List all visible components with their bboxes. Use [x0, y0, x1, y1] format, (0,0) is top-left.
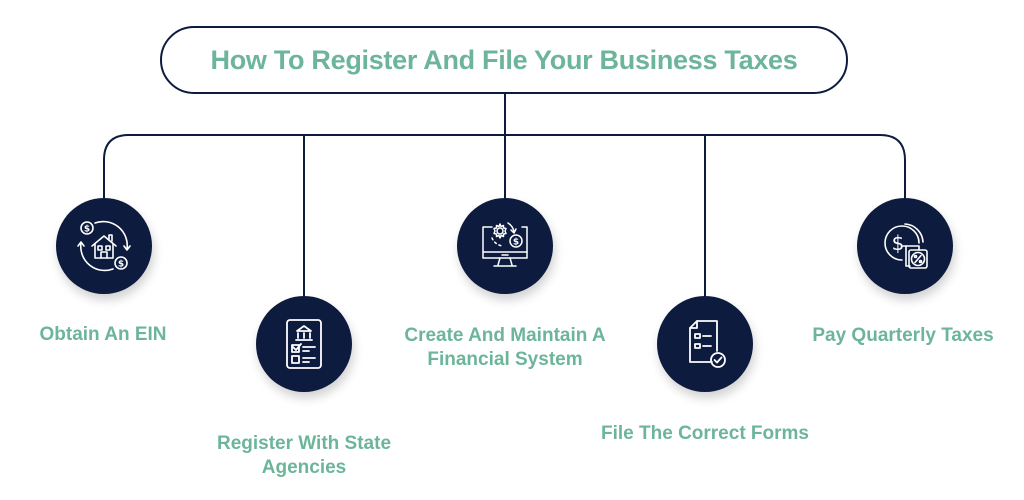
step-4-node	[657, 296, 753, 392]
house-money-cycle-icon: $ $	[77, 220, 131, 272]
dollar-coin-percent-icon: $	[884, 223, 928, 269]
svg-text:$: $	[84, 225, 90, 235]
monitor-gear-dollar-icon: $	[482, 222, 528, 267]
step-3-label: Create And Maintain A Financial System	[404, 325, 606, 370]
svg-text:$: $	[892, 231, 905, 255]
checklist-bank-icon	[286, 319, 322, 369]
title-pill: How To Register And File Your Business T…	[160, 26, 848, 94]
step-2-node	[256, 296, 352, 392]
step-2-label: Register With State Agencies	[216, 433, 392, 478]
diagram-title: How To Register And File Your Business T…	[210, 44, 798, 75]
svg-text:$: $	[513, 238, 519, 248]
step-1-node: $ $	[56, 198, 152, 294]
step-3-node: $	[457, 198, 553, 294]
step-4-label: File The Correct Forms	[601, 423, 809, 444]
step-5-node: $	[857, 198, 953, 294]
svg-text:$: $	[118, 260, 124, 270]
document-check-icon	[689, 320, 726, 368]
step-1-label: Obtain An EIN	[39, 324, 167, 345]
step-5-label: Pay Quarterly Taxes	[812, 325, 994, 346]
